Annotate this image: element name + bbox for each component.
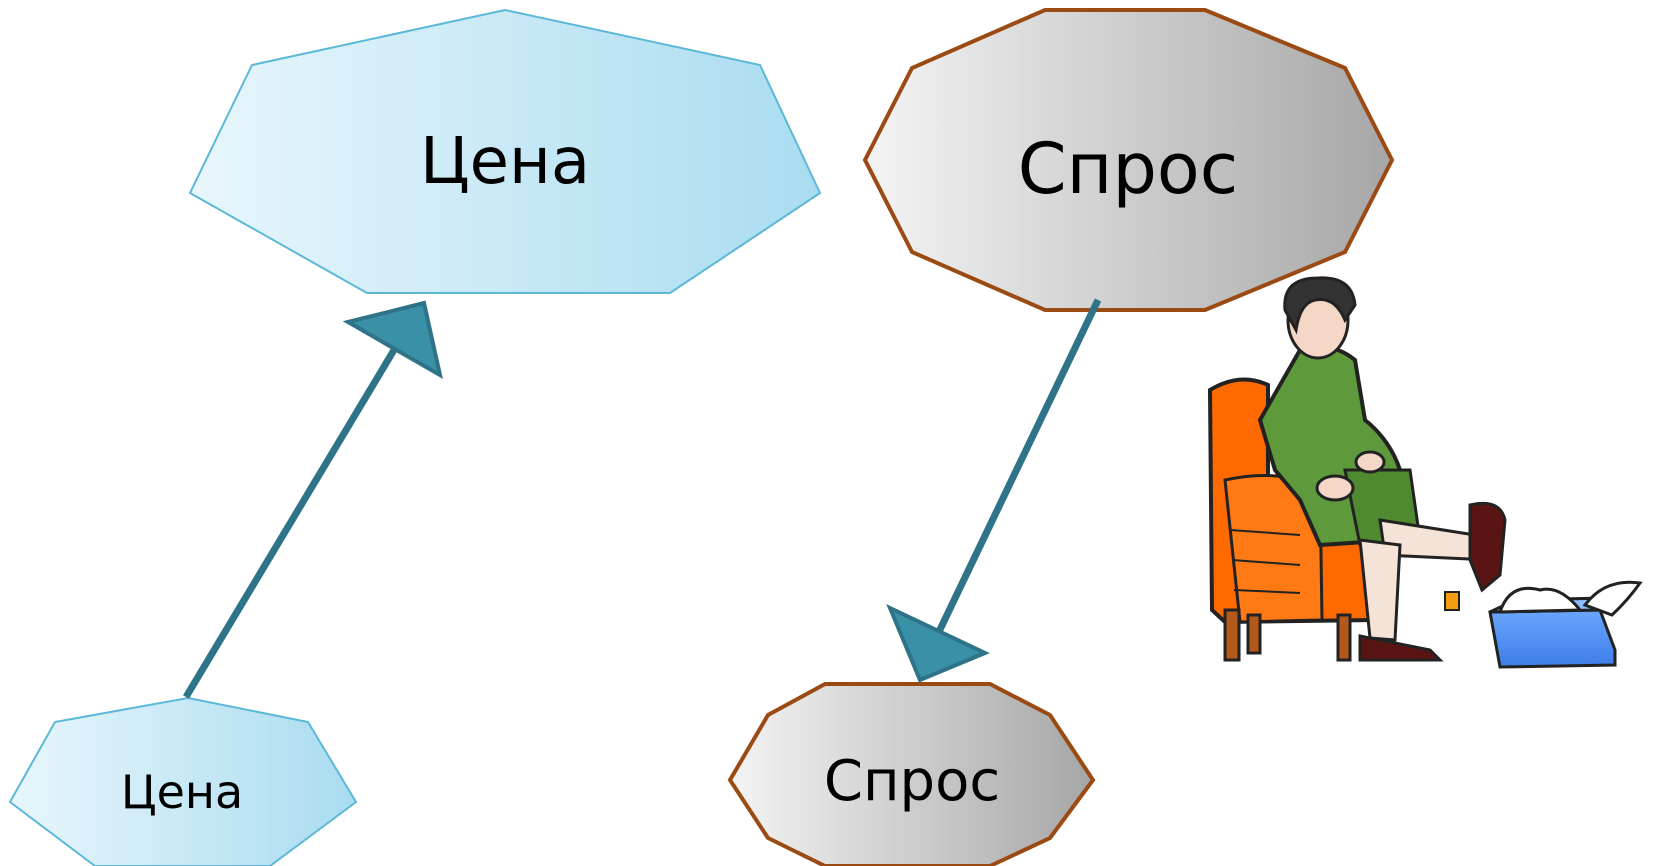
demand-node-small-label: Спрос — [824, 749, 1000, 814]
demand-node-large-label: Спрос — [1018, 128, 1238, 210]
demand-node-large: Спрос — [862, 8, 1395, 312]
woman-trying-shoes-illustration — [1207, 276, 1643, 669]
price-node-small-label: Цена — [121, 765, 243, 819]
price-node-large-label: Цена — [420, 125, 590, 199]
price-node-small: Цена — [8, 696, 358, 866]
arrow-down-demand — [886, 298, 1102, 683]
woman-figure — [1257, 276, 1507, 662]
demand-node-small: Спрос — [727, 682, 1096, 866]
arrow-up-price — [182, 300, 443, 699]
shoe-box — [1488, 580, 1643, 669]
price-node-large: Цена — [188, 8, 822, 294]
armchair — [1207, 377, 1377, 662]
